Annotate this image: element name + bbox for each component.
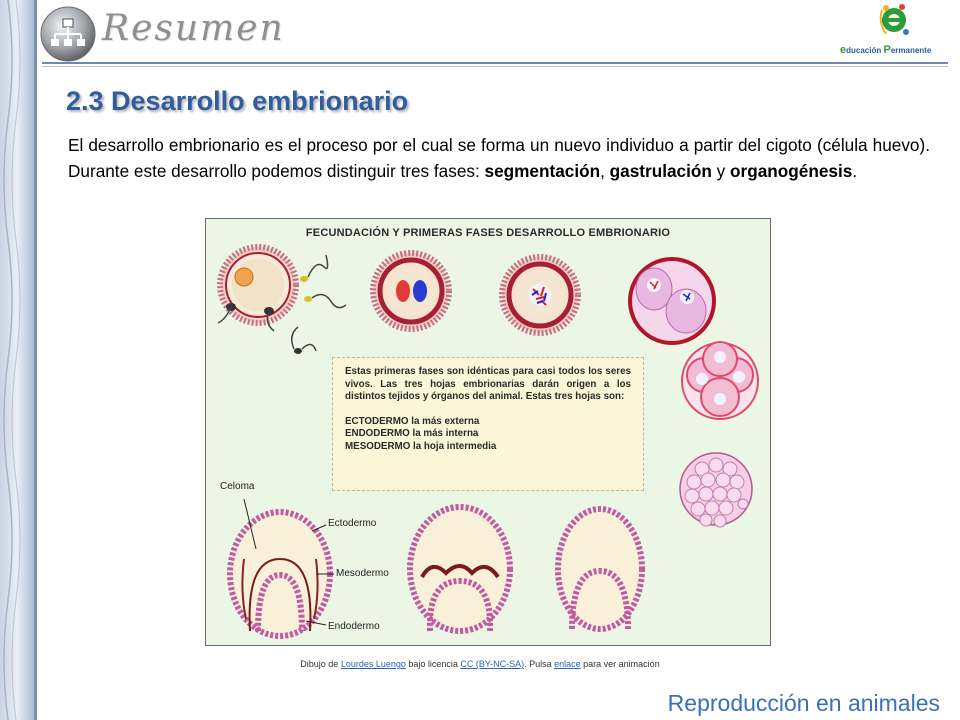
brand-text: educación Permanente bbox=[840, 44, 932, 56]
note-paragraph: Estas primeras fases son idénticas para … bbox=[345, 366, 631, 403]
license-link[interactable]: CC (BY-NC-SA) bbox=[460, 659, 525, 669]
embryo-development-figure[interactable]: FECUNDACIÓN Y PRIMERAS FASES DESARROLLO … bbox=[205, 218, 771, 646]
image-credit: Dibujo de Lourdes Luengo bajo licencia C… bbox=[300, 659, 660, 669]
intro-paragraph: El desarrollo embrionario es el proceso … bbox=[68, 135, 930, 181]
section-title: 2.3 Desarrollo embrionario bbox=[66, 86, 409, 116]
phase-segmentacion: segmentación bbox=[484, 161, 601, 181]
animation-link[interactable]: enlace bbox=[554, 659, 581, 669]
figure-illustrations bbox=[217, 244, 759, 639]
phase-organogenesis: organogénesis bbox=[730, 161, 853, 181]
label-celoma: Celoma bbox=[220, 481, 255, 492]
gastrula-intermedia bbox=[407, 504, 513, 634]
educacion-permanente-logo bbox=[879, 4, 909, 35]
note-endodermo: ENDODERMO la más interna bbox=[345, 428, 479, 440]
gastrula-inicial bbox=[555, 506, 645, 632]
note-mesodermo: MESODERMO la hoja intermedia bbox=[345, 440, 497, 452]
author-link[interactable]: Lourdes Luengo bbox=[340, 659, 406, 669]
zygote-pronuclei bbox=[370, 250, 452, 332]
zygote-chromosomes bbox=[499, 254, 581, 336]
morula bbox=[679, 452, 753, 528]
label-mesodermo: Mesodermo bbox=[336, 568, 389, 579]
header-divider-thin bbox=[42, 66, 948, 67]
gastrula-mesodermo bbox=[227, 509, 333, 639]
footer-title: Reproducción en animales bbox=[667, 690, 940, 716]
left-decorative-bar bbox=[0, 0, 37, 720]
figure-title: FECUNDACIÓN Y PRIMERAS FASES DESARROLLO … bbox=[305, 227, 671, 239]
header-title: Resumen bbox=[102, 8, 285, 49]
sitemap-icon bbox=[40, 6, 96, 62]
phase-gastrulacion: gastrulación bbox=[609, 161, 712, 181]
label-ectodermo: Ectodermo bbox=[328, 518, 377, 529]
four-cell-stage bbox=[681, 341, 759, 420]
figure-note: Estas primeras fases son idénticas para … bbox=[332, 357, 644, 491]
label-endodermo: Endodermo bbox=[328, 621, 380, 632]
header-divider bbox=[42, 62, 948, 64]
note-ectodermo: ECTODERMO la más externa bbox=[345, 415, 480, 427]
two-cell-stage bbox=[628, 257, 716, 345]
egg-with-sperm bbox=[217, 244, 347, 354]
